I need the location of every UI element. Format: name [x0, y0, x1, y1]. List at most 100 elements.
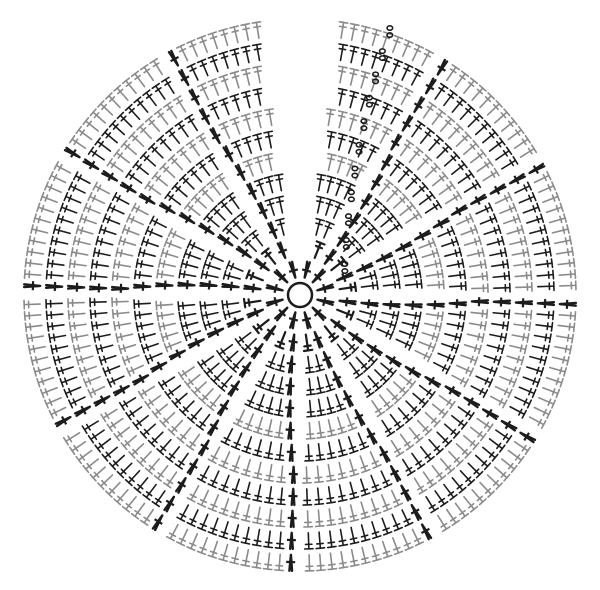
stitch-crossbar — [546, 259, 549, 268]
stitch-stem — [393, 196, 407, 209]
v-stitch-crossbar — [170, 55, 180, 63]
stitch-stem — [506, 228, 524, 235]
stitch-crossbar — [242, 27, 251, 31]
stitch-stem — [148, 118, 161, 132]
v-stitch-increase-symbol — [257, 201, 268, 220]
stitch-crossbar — [461, 448, 468, 455]
v-stitch-crossbar — [313, 308, 322, 317]
stitch-stem — [307, 355, 311, 374]
stitch-stem — [45, 185, 62, 194]
stitch-top — [500, 344, 505, 355]
stitch-top — [151, 500, 161, 508]
stitch-stem — [127, 406, 143, 418]
stitch-top — [196, 477, 206, 484]
stitch-stem — [410, 69, 421, 86]
stitch-crossbar — [148, 398, 154, 406]
stitch-top — [171, 400, 179, 408]
stitch-stem — [233, 478, 241, 496]
stitch-stem — [119, 239, 137, 246]
stitch-top — [415, 321, 420, 332]
stitch-crossbar — [536, 215, 540, 224]
stitch-stem — [448, 126, 461, 140]
stitch-crossbar — [411, 406, 418, 413]
stitch-stem — [151, 219, 167, 229]
stitch-stem — [444, 194, 461, 205]
stitch-crossbar — [436, 311, 440, 320]
stitch-stem — [421, 251, 439, 259]
v-stitch-crossbar — [266, 328, 275, 336]
stitch-crossbar — [371, 55, 380, 59]
stitch-crossbar — [198, 137, 206, 143]
stitch-top — [349, 45, 360, 49]
stitch-top — [468, 169, 475, 179]
stitch-stem — [166, 194, 182, 206]
stitch-crossbar — [394, 447, 402, 453]
stitch-top — [472, 139, 480, 148]
stitch-top — [260, 247, 270, 255]
stitch-top — [157, 381, 165, 391]
stitch-crossbar — [177, 124, 185, 130]
stitch-stem — [211, 79, 220, 96]
stitch-stem — [148, 458, 161, 472]
stitch-top — [120, 139, 128, 148]
stitch-top — [46, 258, 50, 269]
stitch-top — [241, 449, 251, 455]
stitch-stem — [401, 262, 419, 269]
stitch-crossbar — [29, 322, 32, 331]
stitch-top — [149, 57, 159, 64]
stitch-top — [240, 22, 251, 27]
stitch-top — [67, 270, 71, 281]
stitch-top — [405, 444, 415, 451]
stitch-crossbar — [345, 309, 351, 319]
stitch-top — [95, 235, 100, 246]
stitch-crossbar — [34, 355, 38, 364]
stitch-top — [225, 260, 231, 270]
stitch-top — [125, 367, 132, 377]
stitch-stem — [488, 140, 504, 152]
stitch-stem — [123, 354, 140, 362]
stitch-crossbar — [459, 509, 466, 516]
stitch-top — [438, 322, 443, 332]
stitch-crossbar — [275, 409, 284, 413]
stitch-top — [140, 344, 146, 354]
stitch-crossbar — [162, 260, 166, 268]
stitch-crossbar — [136, 163, 142, 171]
stitch-crossbar — [207, 261, 211, 270]
stitch-stem — [538, 396, 555, 405]
stitch-stem — [486, 474, 500, 487]
stitch-crossbar — [542, 237, 546, 246]
stitch-top — [393, 550, 404, 556]
stitch-stem — [359, 274, 377, 280]
stitch-top — [163, 482, 172, 489]
stitch-crossbar — [213, 208, 220, 215]
stitch-top — [424, 154, 433, 162]
v-stitch-increase-symbol — [168, 349, 186, 361]
stitch-crossbar — [220, 101, 229, 106]
stitch-crossbar — [426, 194, 432, 201]
stitch-top — [153, 474, 162, 482]
stitch-stem — [308, 377, 312, 396]
stitch-top — [510, 464, 518, 474]
stitch-crossbar — [108, 96, 116, 103]
stitch-top — [229, 116, 239, 122]
stitch-stem — [244, 23, 250, 41]
stitch-crossbar — [496, 237, 501, 246]
stitch-stem — [188, 243, 205, 252]
stitch-crossbar — [415, 460, 423, 466]
stitch-top — [358, 162, 368, 168]
stitch-stem — [142, 154, 157, 167]
stitch-top — [409, 201, 417, 210]
stitch-top — [229, 47, 240, 52]
stitch-top — [236, 211, 245, 218]
stitch-top — [349, 310, 355, 321]
stitch-crossbar — [265, 112, 274, 116]
stitch-top — [444, 439, 453, 448]
stitch-stem — [380, 362, 395, 375]
stitch-crossbar — [389, 261, 393, 270]
stitch-crossbar — [253, 539, 262, 543]
stitch-top — [447, 115, 456, 123]
stitch-top — [394, 185, 402, 194]
stitch-crossbar — [168, 240, 173, 248]
stitch-top — [566, 224, 570, 234]
stitch-stem — [335, 393, 343, 411]
